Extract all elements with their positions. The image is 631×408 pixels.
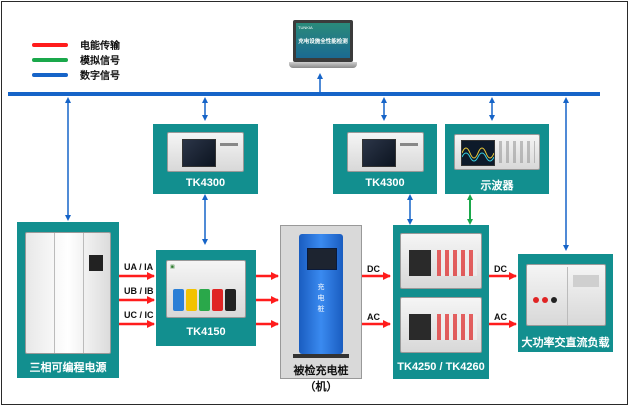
tk4300-right-screen [362,139,396,167]
tk4150-box: ▣ TK4150 [156,250,256,346]
signal-uc: UC / IC [124,310,154,320]
load-label: 大功率交直流负载 [521,337,610,349]
oscilloscope-box: 示波器 [445,124,549,194]
tk4300-right-label: TK4300 [365,177,405,189]
power-source-cabinet [25,232,111,354]
tk4300-right-indicator [400,143,418,146]
load-box: 大功率交直流负载 [518,254,613,352]
tk4300-right-box: TK4300 [333,124,437,194]
legend-swatch-analog [32,57,68,62]
legend-swatch-digital [32,72,68,77]
legend-item-power: 电能传输 [32,37,120,52]
tk4150-clamp-blue [173,289,184,311]
tk4250-device-ac [400,297,482,353]
tk4300-left-box: TK4300 [153,124,258,194]
oscilloscope-label: 示波器 [480,180,514,192]
oscilloscope-knobs [499,141,535,163]
tk4250-ac-terminals [437,314,477,340]
tk4150-device: ▣ [166,260,246,318]
tk4250-device-dc [400,233,482,289]
tk4250-dc-panel [409,250,431,276]
legend-swatch-power [32,42,68,47]
load-terminal-2 [542,297,548,303]
charger-box: 充电桩 被检充电桩（机） [280,225,362,393]
signal-dc-out: DC [494,264,507,274]
tk4300-left-label: TK4300 [185,177,226,189]
tk4300-left-screen [182,139,216,167]
signal-ac-out: AC [494,312,507,322]
tk4150-label: TK4150 [186,326,226,338]
signal-dc-in: DC [367,264,380,274]
laptop-base [289,62,357,68]
cabinet-divider-1 [54,233,55,353]
cabinet-divider-2 [83,233,84,353]
tk4150-logo: ▣ [170,264,175,270]
tk4150-clamp-green [199,289,210,311]
load-panel [573,275,599,287]
legend-item-analog: 模拟信号 [32,52,120,67]
load-divider [567,267,568,325]
signal-ac-in: AC [367,312,380,322]
tk4300-left-device [167,132,244,172]
charger-base [293,354,349,358]
tk4300-right-device [347,132,424,172]
tk4250-box: TK4250 / TK4260 [393,225,489,379]
signal-ub: UB / IB [124,286,154,296]
signal-ua: UA / IA [124,262,154,272]
power-source-box: 三相可编程电源 [17,222,119,378]
tk4250-dc-terminals [437,250,477,276]
charger-screen [307,248,337,270]
charger-label: 被检充电桩（机） [293,365,349,393]
charger-body-text: 充电桩 [317,284,325,313]
oscilloscope-device [454,134,540,170]
load-terminal-1 [533,297,539,303]
tk4150-clamp-yellow [186,289,197,311]
load-terminal-3 [551,297,557,303]
waveform-icon [461,147,495,162]
tk4150-clamp-black [225,289,236,311]
charger-body: 充电桩 [299,234,343,354]
power-source-label: 三相可编程电源 [29,362,107,374]
laptop-screen-text: 充电设施全性能检测 [298,39,348,45]
laptop: TUNKIA 充电设施全性能检测 [289,20,357,70]
cabinet-display [89,255,103,271]
laptop-brand: TUNKIA [298,25,313,30]
legend-label-digital: 数字信号 [80,71,120,82]
legend-label-analog: 模拟信号 [80,56,120,67]
load-cabinet [526,264,606,326]
legend-label-power: 电能传输 [80,41,120,52]
tk4150-clamp-red [212,289,223,311]
laptop-lid: TUNKIA 充电设施全性能检测 [293,20,353,62]
oscilloscope-screen [461,140,495,166]
tk4250-label: TK4250 / TK4260 [397,361,485,373]
legend-item-digital: 数字信号 [32,67,120,82]
tk4250-ac-panel [409,314,431,340]
tk4300-left-indicator [220,143,238,146]
laptop-screen: TUNKIA 充电设施全性能检测 [296,23,350,58]
